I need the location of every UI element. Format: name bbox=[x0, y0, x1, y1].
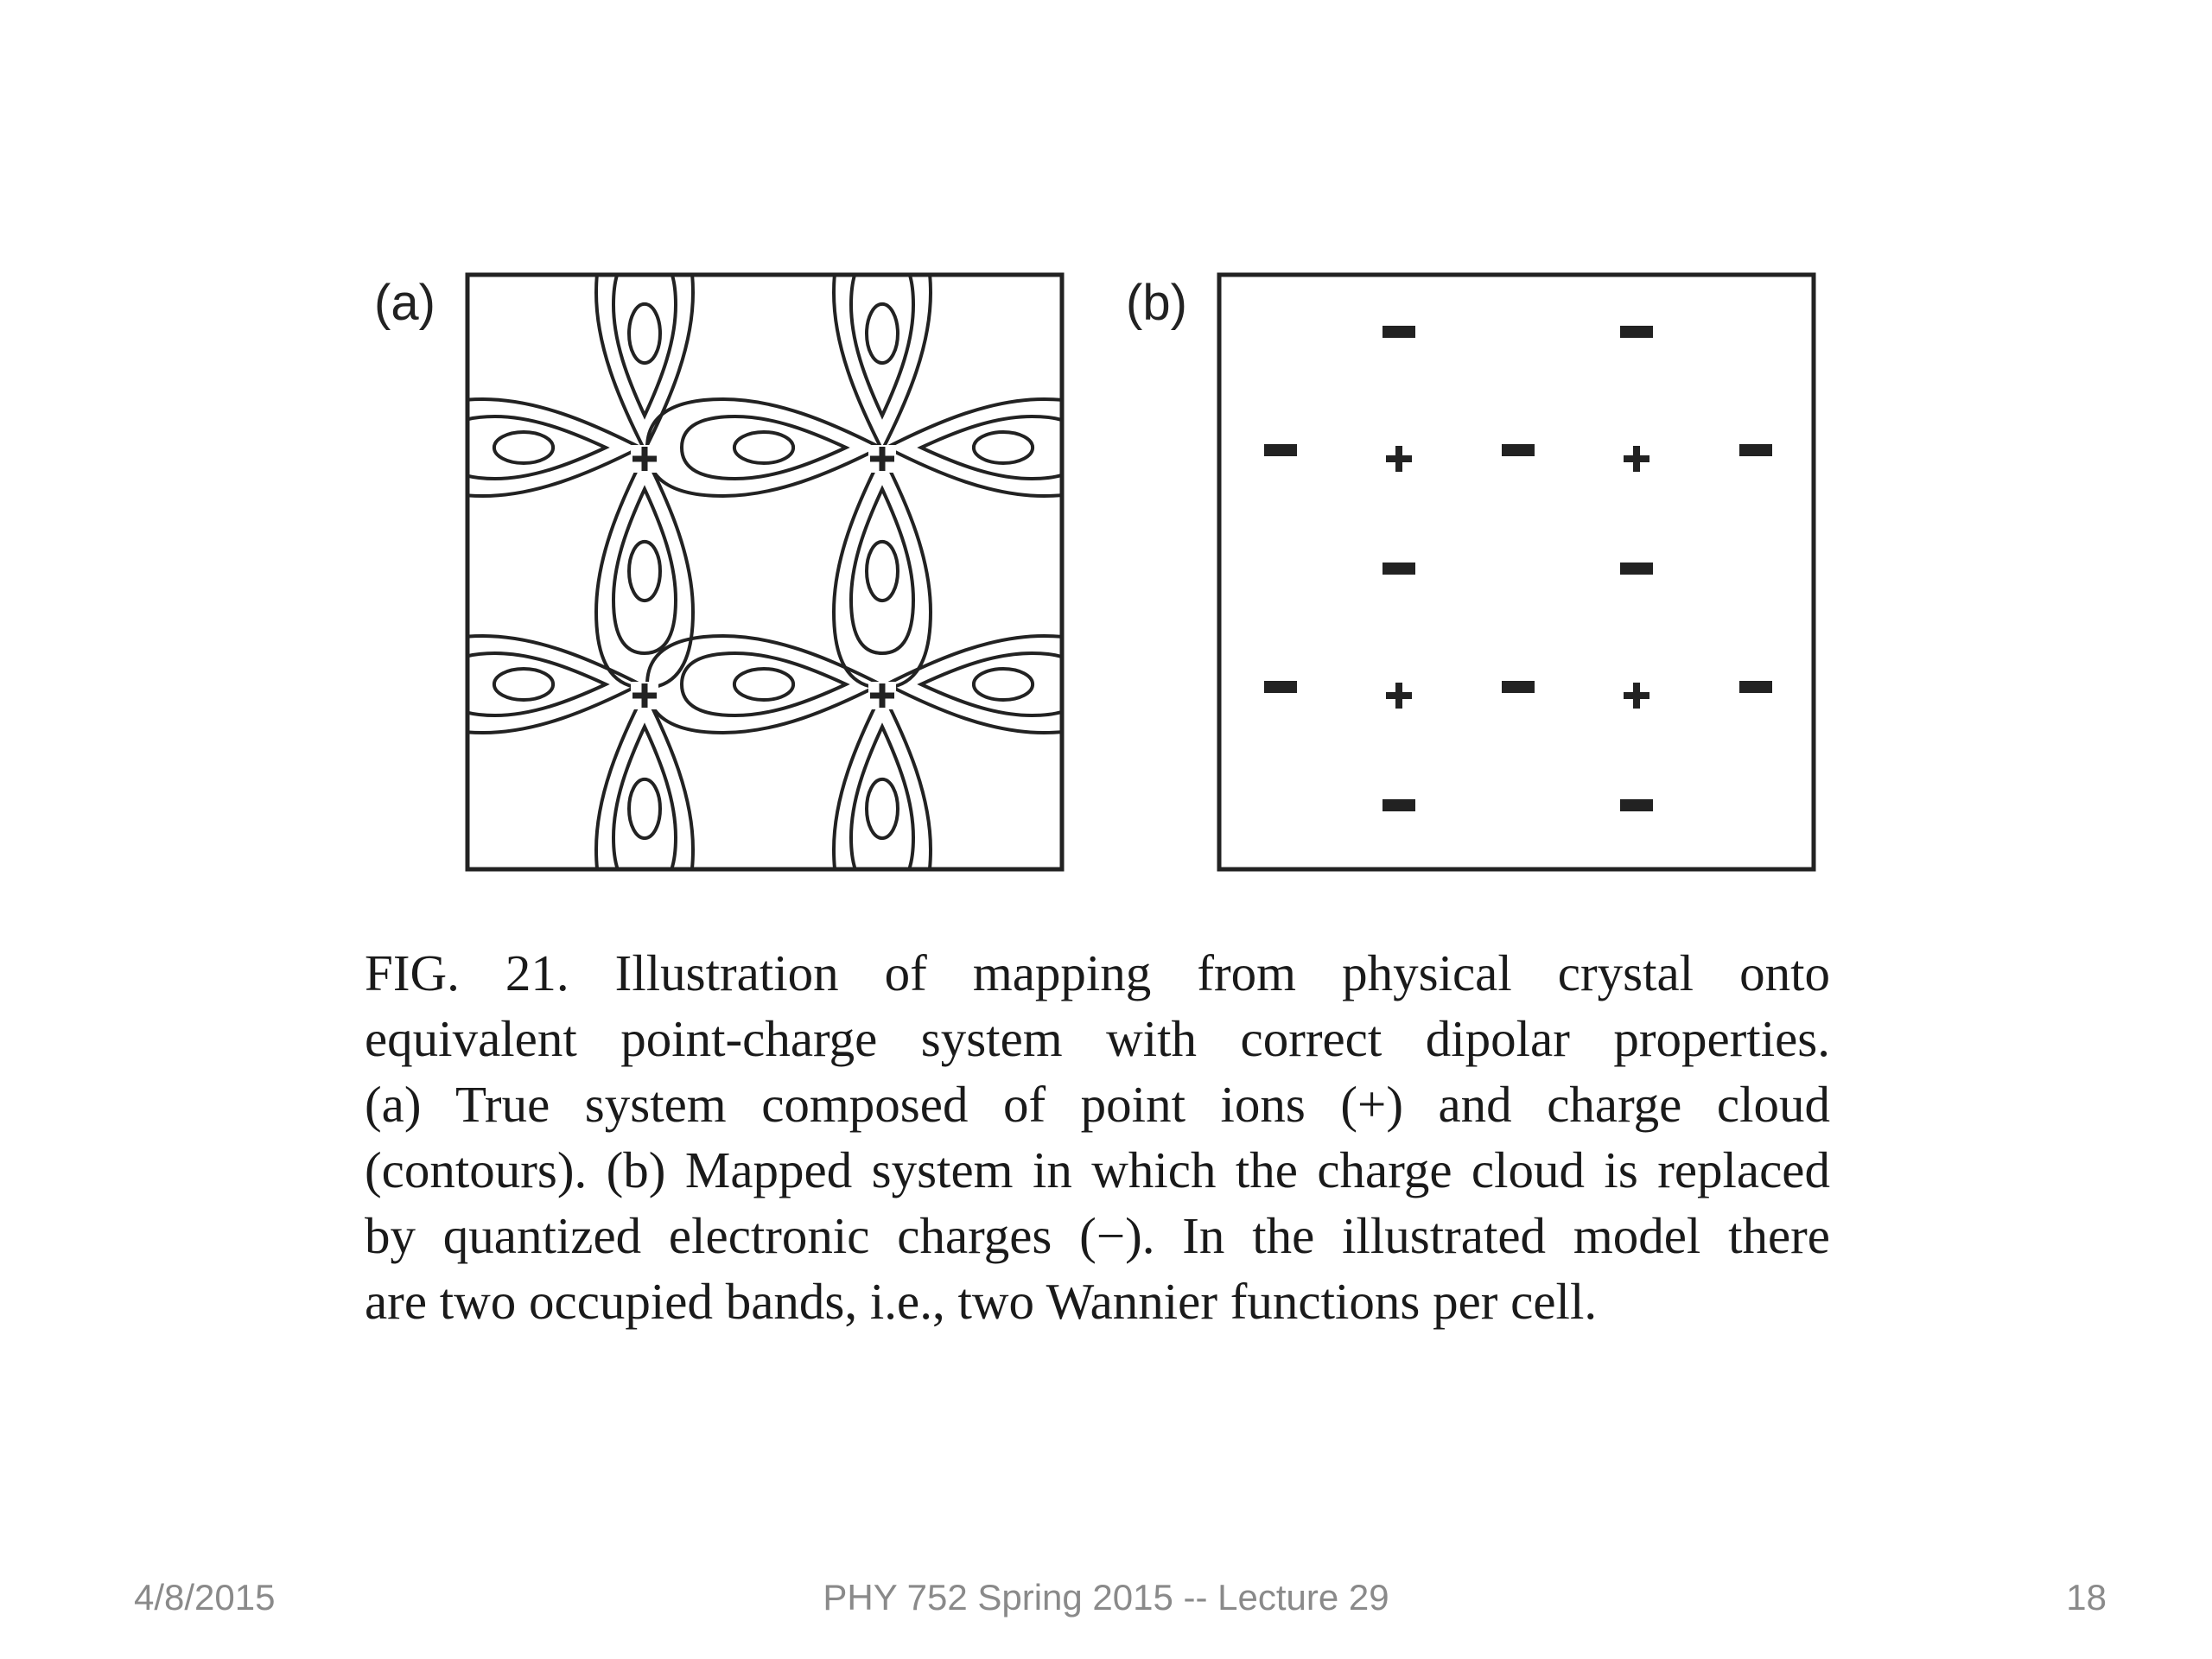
charge-cloud bbox=[467, 633, 645, 735]
contour-line bbox=[849, 722, 916, 869]
contour-line bbox=[594, 688, 696, 869]
contour-line bbox=[467, 651, 610, 718]
contour-line bbox=[492, 667, 556, 702]
electron-minus-icon bbox=[1502, 444, 1535, 456]
caption-line: by quantized electronic charges (−). In … bbox=[365, 1207, 1830, 1264]
point-charges bbox=[1264, 326, 1772, 811]
ion-plus-icon bbox=[1386, 446, 1412, 472]
charge-cloud bbox=[645, 397, 885, 499]
electron-minus-icon bbox=[1620, 799, 1653, 811]
contour-line bbox=[467, 414, 610, 481]
charge-cloud bbox=[594, 688, 696, 869]
charge-cloud bbox=[882, 397, 1062, 499]
contour-line bbox=[865, 539, 899, 603]
electron-minus-icon bbox=[1382, 799, 1415, 811]
footer-date: 4/8/2015 bbox=[134, 1577, 276, 1618]
contour-line bbox=[611, 275, 678, 420]
footer-page-number: 18 bbox=[2066, 1577, 2107, 1618]
electron-minus-icon bbox=[1620, 326, 1653, 338]
ion-plus-icon bbox=[1624, 446, 1649, 472]
electron-minus-icon bbox=[1264, 444, 1297, 456]
panel-a-frame bbox=[465, 272, 1065, 872]
contour-line bbox=[679, 651, 850, 718]
ion-plus-icon bbox=[632, 683, 657, 708]
ion-plus-icon bbox=[1624, 683, 1649, 709]
footer-title: PHY 752 Spring 2015 -- Lecture 29 bbox=[823, 1577, 1389, 1618]
contour-line bbox=[611, 722, 678, 869]
charge-cloud bbox=[831, 688, 933, 869]
panel-b-frame bbox=[1217, 272, 1816, 872]
contour-line bbox=[627, 777, 662, 841]
contour-line bbox=[627, 539, 662, 603]
contour-line bbox=[849, 485, 916, 656]
contour-line bbox=[594, 275, 696, 454]
charge-cloud bbox=[831, 450, 933, 690]
electron-minus-icon bbox=[1382, 563, 1415, 575]
electron-minus-icon bbox=[1620, 563, 1653, 575]
contour-line bbox=[467, 633, 645, 735]
contour-line bbox=[849, 275, 916, 420]
electron-minus-icon bbox=[1264, 681, 1297, 693]
charge-cloud bbox=[594, 275, 696, 454]
contour-line bbox=[917, 651, 1062, 718]
charge-cloud bbox=[882, 633, 1062, 735]
contour-line bbox=[882, 633, 1062, 735]
contour-line bbox=[679, 414, 850, 481]
ion-plus-icon bbox=[870, 683, 894, 708]
contour-line bbox=[732, 667, 796, 702]
panel-b-label: (b) bbox=[1126, 275, 1187, 331]
contour-line bbox=[971, 667, 1035, 702]
caption-line: (contours). (b) Mapped system in which t… bbox=[365, 1141, 1830, 1198]
contour-line bbox=[971, 430, 1035, 465]
electron-minus-icon bbox=[1739, 444, 1772, 456]
electron-minus-icon bbox=[1739, 681, 1772, 693]
panel-a-label: (a) bbox=[374, 275, 435, 331]
contour-line bbox=[627, 302, 662, 365]
ion-plus-icon bbox=[870, 447, 894, 471]
panel-a-charge-cloud-diagram bbox=[465, 272, 1065, 872]
electron-minus-icon bbox=[1382, 326, 1415, 338]
figure-caption: FIG. 21. Illustration of mapping from ph… bbox=[365, 940, 1830, 1334]
caption-line: FIG. 21. Illustration of mapping from ph… bbox=[365, 944, 1830, 1001]
contour-line bbox=[865, 777, 899, 841]
contour-line bbox=[917, 414, 1062, 481]
charge-cloud bbox=[467, 397, 645, 499]
charge-cloud bbox=[645, 633, 885, 735]
caption-line: are two occupied bands, i.e., two Wannie… bbox=[365, 1273, 1598, 1330]
panel-b-point-charge-diagram bbox=[1217, 272, 1816, 872]
charge-cloud-contours bbox=[467, 275, 1062, 869]
contour-line bbox=[831, 688, 933, 869]
caption-line: equivalent point-charge system with corr… bbox=[365, 1010, 1830, 1067]
contour-line bbox=[865, 302, 899, 365]
contour-line bbox=[732, 430, 796, 465]
point-ions bbox=[631, 445, 896, 709]
ion-plus-icon bbox=[632, 447, 657, 471]
contour-line bbox=[831, 275, 933, 454]
contour-line bbox=[882, 397, 1062, 499]
electron-minus-icon bbox=[1502, 681, 1535, 693]
ion-plus-icon bbox=[1386, 683, 1412, 709]
caption-line: (a) True system composed of point ions (… bbox=[365, 1076, 1830, 1133]
contour-line bbox=[492, 430, 556, 465]
contour-line bbox=[611, 485, 678, 656]
charge-cloud bbox=[831, 275, 933, 454]
contour-line bbox=[467, 397, 645, 499]
